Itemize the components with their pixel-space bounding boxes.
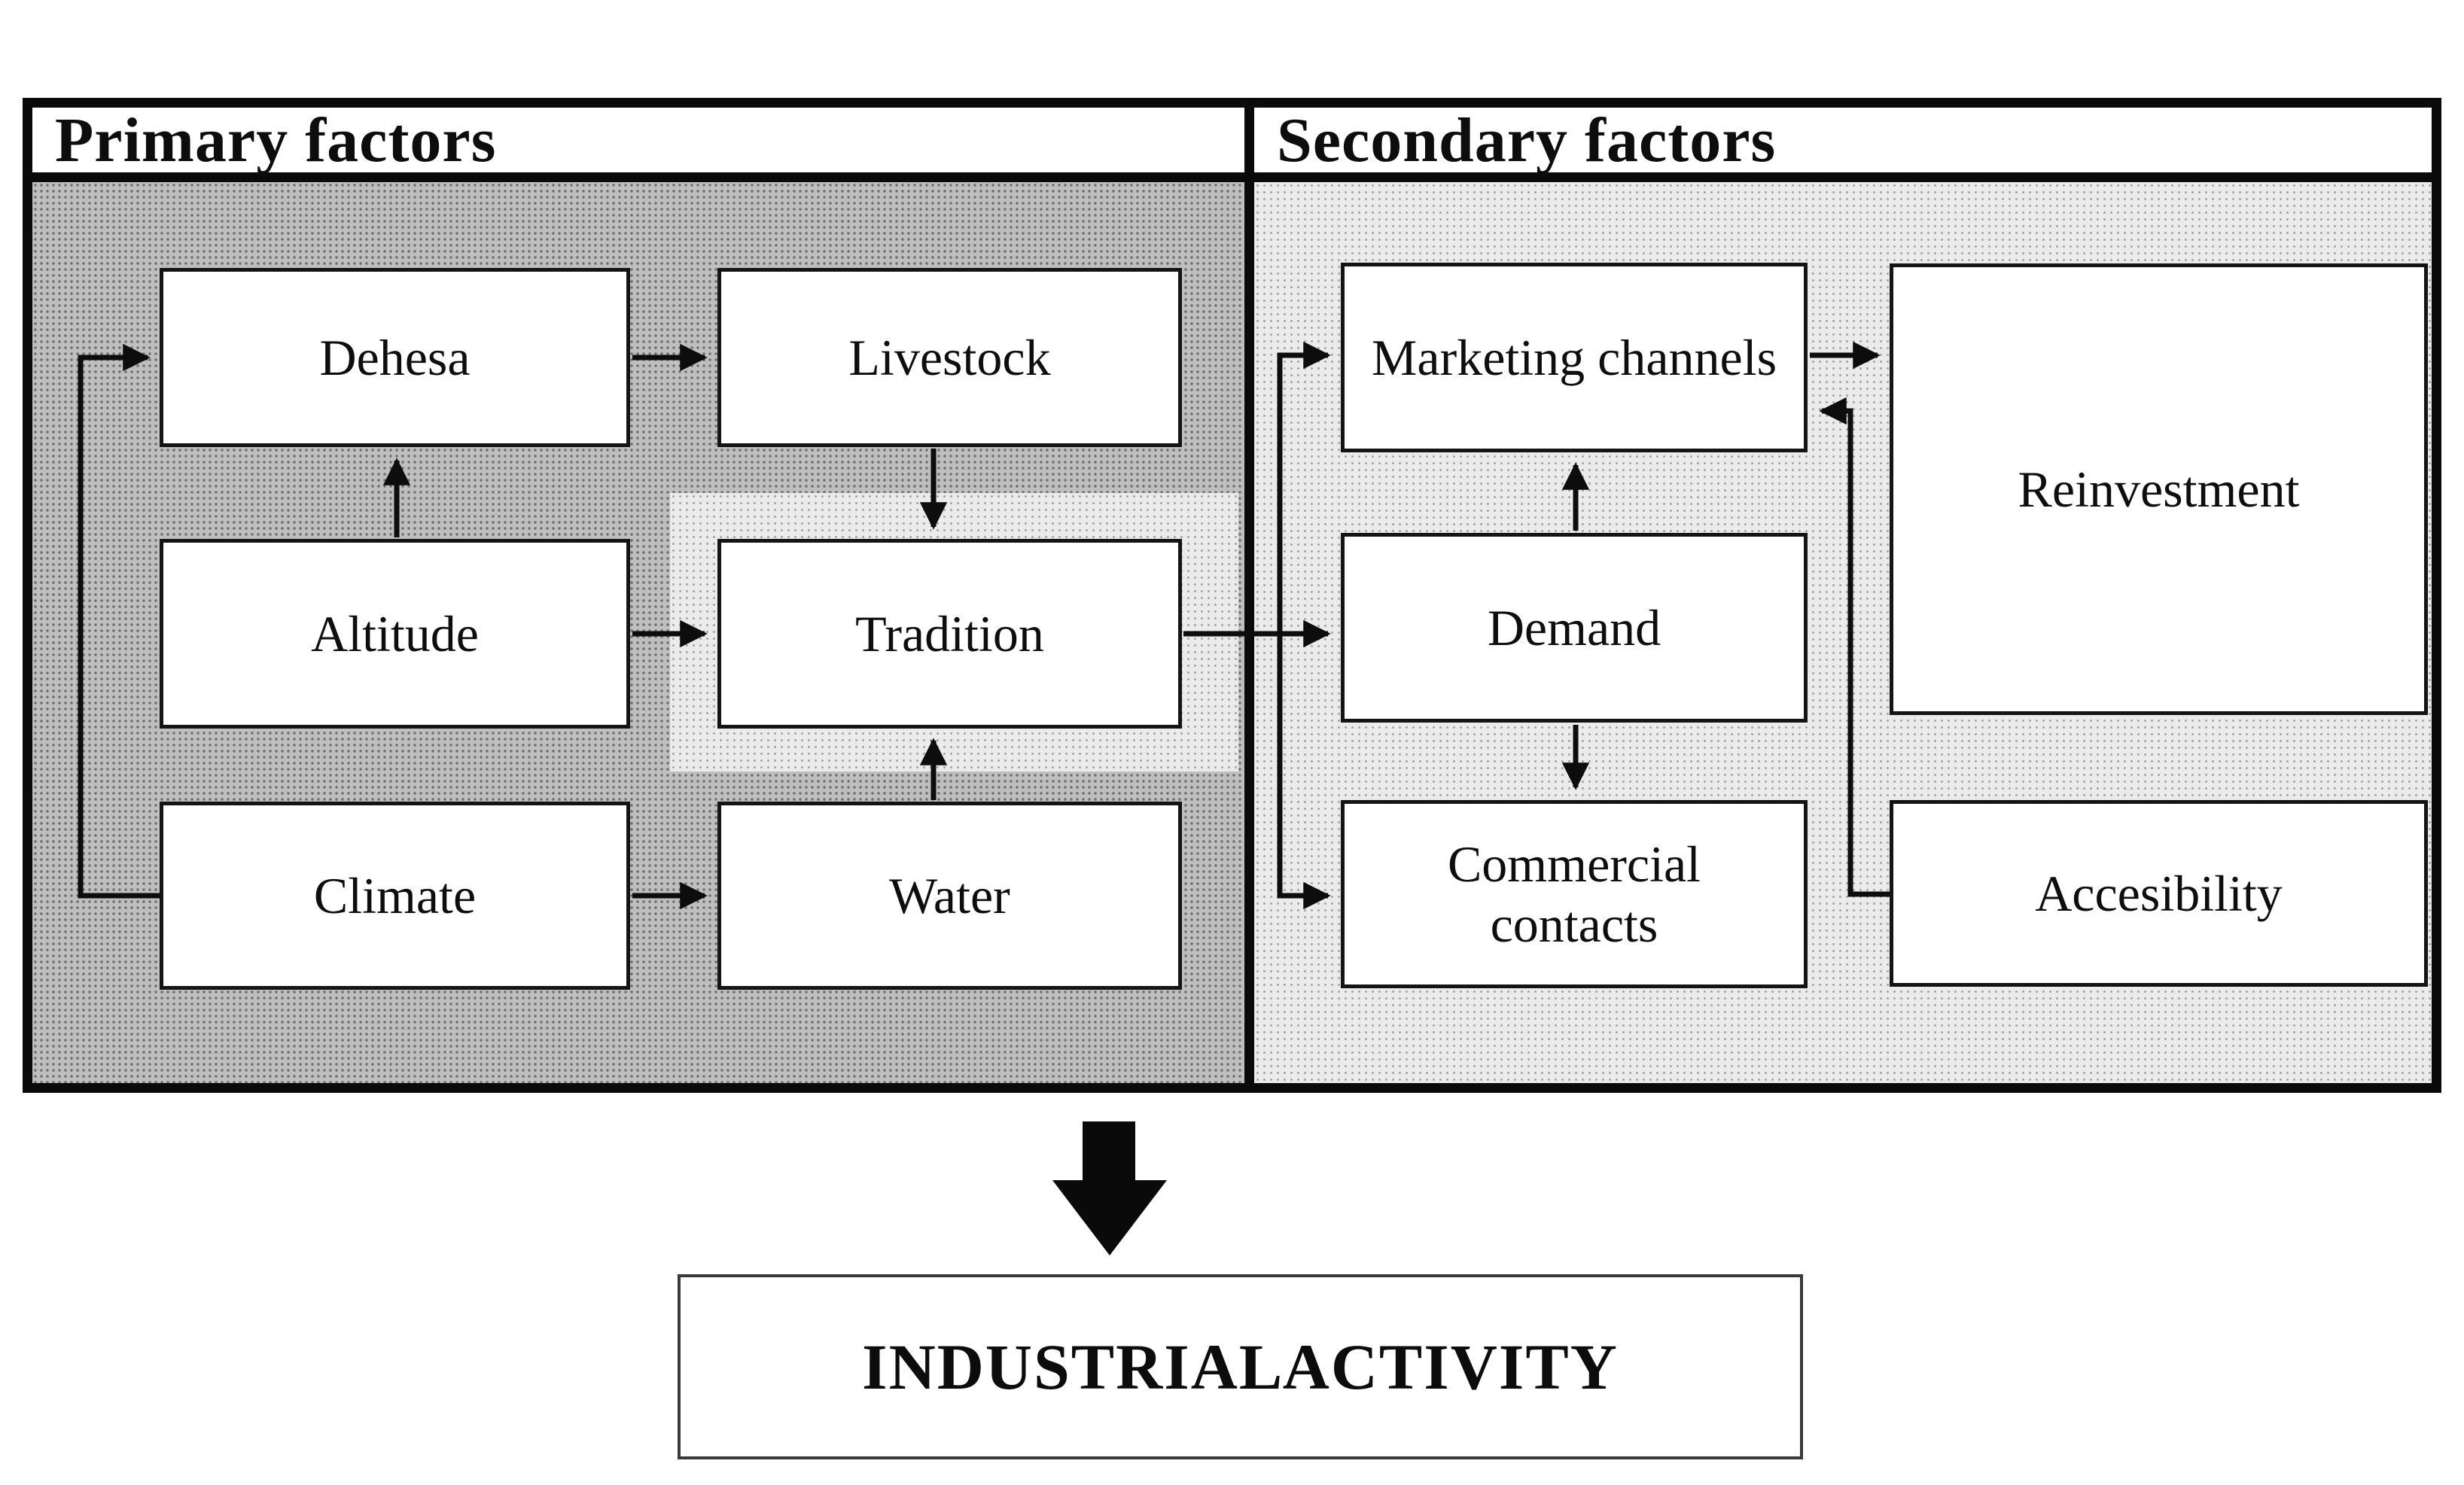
node-dehesa: Dehesa <box>160 268 630 447</box>
node-livestock: Livestock <box>717 268 1182 447</box>
secondary-factors-title: Secondary factors <box>1277 105 1777 175</box>
node-altitude: Altitude <box>160 539 630 729</box>
primary-factors-title: Primary factors <box>55 105 497 175</box>
node-reinvestment: Reinvestment <box>1890 263 2428 715</box>
header-separator-line <box>23 172 2441 182</box>
node-climate: Climate <box>160 802 630 990</box>
node-tradition: Tradition <box>717 539 1182 729</box>
node-marketing-channels: Marketing channels <box>1341 263 1808 452</box>
industrial-activity-box: INDUSTRIAL ACTIVITY <box>678 1274 1803 1459</box>
node-commercial-contacts: Commercial contacts <box>1341 800 1808 988</box>
down-arrow-icon <box>1052 1121 1167 1255</box>
panel-divider-line <box>1244 98 1254 1093</box>
node-demand: Demand <box>1341 533 1808 723</box>
node-accesibility: Accesibility <box>1890 800 2428 987</box>
node-water: Water <box>717 802 1182 990</box>
